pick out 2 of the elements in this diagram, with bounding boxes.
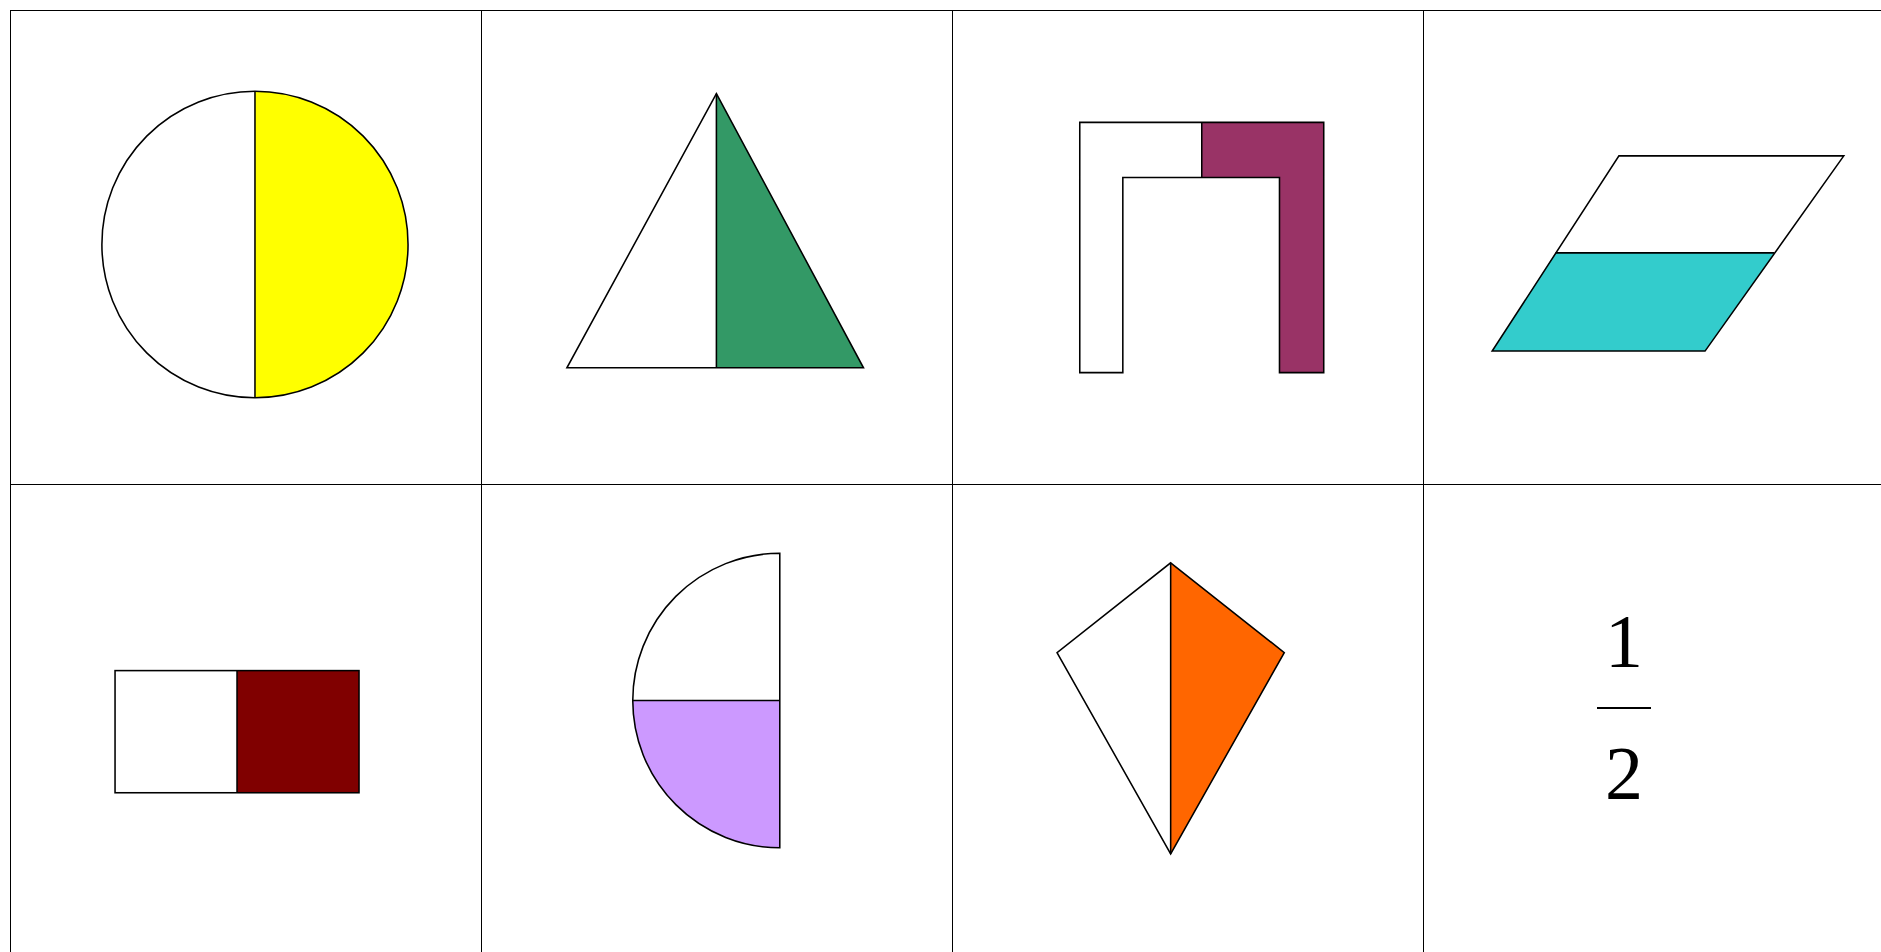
denominator: 2 <box>1605 734 1643 811</box>
numerator: 1 <box>1605 603 1643 679</box>
